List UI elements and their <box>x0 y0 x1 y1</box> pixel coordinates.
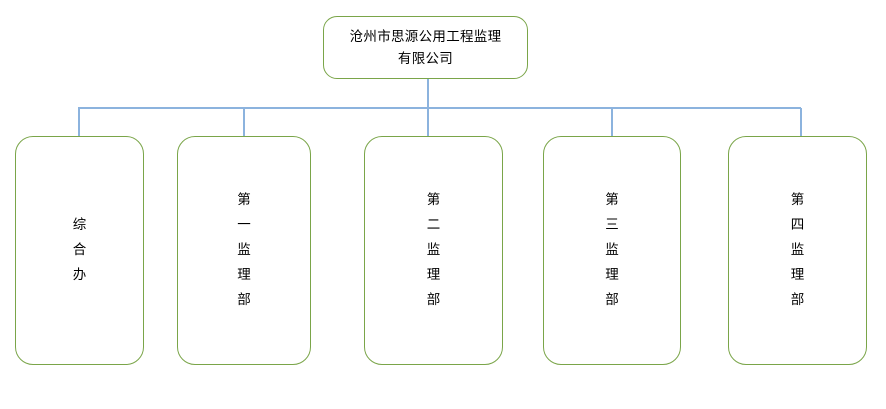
connector-drop-child-5 <box>800 108 802 137</box>
connector-drop-child-3 <box>427 108 429 137</box>
connector-drop-child-2 <box>243 108 245 137</box>
org-node-root[interactable]: 沧州市思源公用工程监理 有限公司 <box>323 16 528 79</box>
org-node-supervision-dept-1[interactable]: 第 一 监 理 部 <box>177 136 311 365</box>
org-node-child-2-label: 第 一 监 理 部 <box>237 192 251 308</box>
org-node-comprehensive-office[interactable]: 综 合 办 <box>15 136 144 365</box>
connector-horizontal-bus <box>78 107 801 109</box>
org-node-supervision-dept-4[interactable]: 第 四 监 理 部 <box>728 136 867 365</box>
connector-root-stem <box>427 79 429 109</box>
connector-drop-child-1 <box>78 108 80 137</box>
org-node-supervision-dept-2[interactable]: 第 二 监 理 部 <box>364 136 503 365</box>
org-node-child-1-label: 综 合 办 <box>72 217 87 283</box>
org-node-child-4-label: 第 三 监 理 部 <box>605 192 619 308</box>
connector-drop-child-4 <box>611 108 613 137</box>
org-node-root-label: 沧州市思源公用工程监理 有限公司 <box>349 28 502 67</box>
org-node-supervision-dept-3[interactable]: 第 三 监 理 部 <box>543 136 681 365</box>
org-node-child-3-label: 第 二 监 理 部 <box>426 192 441 308</box>
org-node-child-5-label: 第 四 监 理 部 <box>790 192 805 308</box>
